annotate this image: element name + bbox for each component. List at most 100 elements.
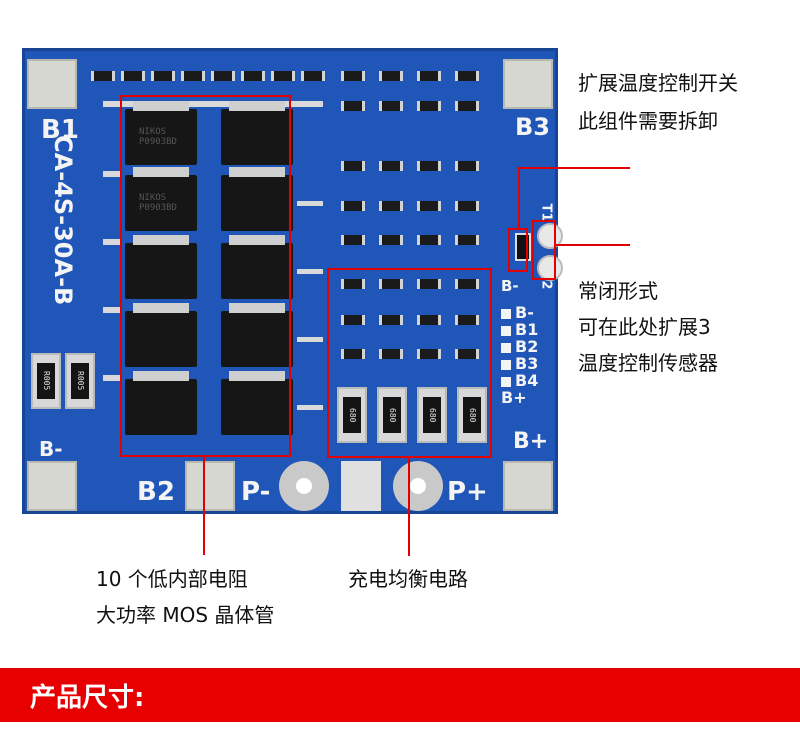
copper-strip xyxy=(297,405,323,410)
pad-b2 xyxy=(185,461,235,511)
mos-highlight-box xyxy=(120,95,291,457)
smd-part xyxy=(417,161,441,171)
copper-strip xyxy=(103,307,121,313)
mosfet xyxy=(125,303,197,367)
smd-part xyxy=(271,71,295,81)
label-b3: B3 xyxy=(515,113,550,141)
copper-strip xyxy=(103,239,121,245)
pin-label: B+ xyxy=(501,388,527,407)
section-banner: 产品尺寸: xyxy=(0,668,800,722)
annotation-temp-switch-1: 扩展温度控制开关 xyxy=(578,71,738,95)
smd-part xyxy=(379,315,403,325)
smd-part xyxy=(379,161,403,171)
smd-part xyxy=(455,235,479,245)
banner-title: 产品尺寸: xyxy=(30,683,145,713)
smd-part xyxy=(341,279,365,289)
balance-resistor: 680 xyxy=(377,387,407,443)
label-t1: T1 xyxy=(538,203,554,222)
sensor-pad-t2 xyxy=(537,255,563,281)
smd-part xyxy=(121,71,145,81)
pin-label: B- xyxy=(515,303,534,322)
mosfet xyxy=(221,167,293,231)
smd-part xyxy=(379,101,403,111)
mosfet xyxy=(221,235,293,299)
smd-part xyxy=(181,71,205,81)
smd-part xyxy=(379,71,403,81)
model-label: CA-4S-30A-B xyxy=(49,135,77,306)
annotation-temp-switch-2: 此组件需要拆卸 xyxy=(578,109,718,133)
smd-part xyxy=(417,349,441,359)
annotation-mos-2: 大功率 MOS 晶体管 xyxy=(96,603,275,627)
smd-part xyxy=(341,71,365,81)
smd-part xyxy=(455,201,479,211)
pin-label: B3 xyxy=(515,354,539,373)
smd-part xyxy=(379,201,403,211)
annotation-sensor-1: 常闭形式 xyxy=(578,279,658,303)
leader-line-switch-v xyxy=(518,168,520,228)
balance-resistor: 680 xyxy=(417,387,447,443)
copper-strip xyxy=(103,171,121,177)
label-b-plus: B+ xyxy=(513,429,549,454)
pad-b-minus xyxy=(27,461,77,511)
smd-part xyxy=(241,71,265,81)
smd-part xyxy=(417,279,441,289)
smd-part xyxy=(341,349,365,359)
smd-part xyxy=(379,279,403,289)
smd-part xyxy=(455,349,479,359)
copper-strip xyxy=(297,337,323,342)
mosfet: NIKOS P0903BD xyxy=(125,167,197,231)
smd-part xyxy=(211,71,235,81)
balance-resistor: 680 xyxy=(457,387,487,443)
smd-part xyxy=(341,101,365,111)
sense-resistor: R005 xyxy=(65,353,95,409)
leader-line-sensor xyxy=(556,244,630,246)
sense-resistor: R005 xyxy=(31,353,61,409)
smd-part xyxy=(417,201,441,211)
annotation-sensor-2: 可在此处扩展3 xyxy=(578,315,711,339)
smd-part xyxy=(91,71,115,81)
smd-part xyxy=(455,71,479,81)
annotation-mos-1: 10 个低内部电阻 xyxy=(96,567,248,591)
smd-part xyxy=(341,161,365,171)
p-plus-hole xyxy=(393,461,443,511)
mosfet xyxy=(221,101,293,165)
mosfet xyxy=(125,371,197,435)
leader-line-switch-h xyxy=(518,167,630,169)
annotation-balance: 充电均衡电路 xyxy=(348,567,468,591)
copper-strip xyxy=(103,101,323,107)
mosfet xyxy=(221,371,293,435)
smd-part xyxy=(455,161,479,171)
smd-part xyxy=(417,315,441,325)
copper-strip xyxy=(103,375,121,381)
balance-highlight-box xyxy=(327,268,492,458)
copper-strip xyxy=(297,201,323,206)
smd-part xyxy=(455,315,479,325)
mosfet xyxy=(221,303,293,367)
smd-part xyxy=(455,279,479,289)
pad-b-plus xyxy=(503,461,553,511)
smd-part xyxy=(341,201,365,211)
smd-part xyxy=(341,315,365,325)
smd-part xyxy=(379,235,403,245)
switch-highlight-box xyxy=(508,228,528,272)
pad-b3 xyxy=(503,59,553,109)
gap-cutout xyxy=(341,461,381,511)
label-b1: B1 xyxy=(41,115,79,145)
smd-part xyxy=(417,101,441,111)
smd-part xyxy=(379,349,403,359)
pin-label: B4 xyxy=(515,371,539,390)
sensor-highlight-box xyxy=(532,220,556,280)
smd-part xyxy=(301,71,325,81)
mosfet xyxy=(125,235,197,299)
leader-line-balance xyxy=(408,458,410,556)
label-p-plus: P+ xyxy=(447,477,488,507)
smd-part xyxy=(151,71,175,81)
label-b2: B2 xyxy=(137,477,175,507)
mosfet: NIKOS P0903BD xyxy=(125,101,197,165)
pad-b1 xyxy=(27,59,77,109)
pin-label: B2 xyxy=(515,337,539,356)
label-b-minus-left: B- xyxy=(39,437,63,461)
smd-part xyxy=(455,101,479,111)
smd-part xyxy=(417,235,441,245)
smd-part xyxy=(417,71,441,81)
